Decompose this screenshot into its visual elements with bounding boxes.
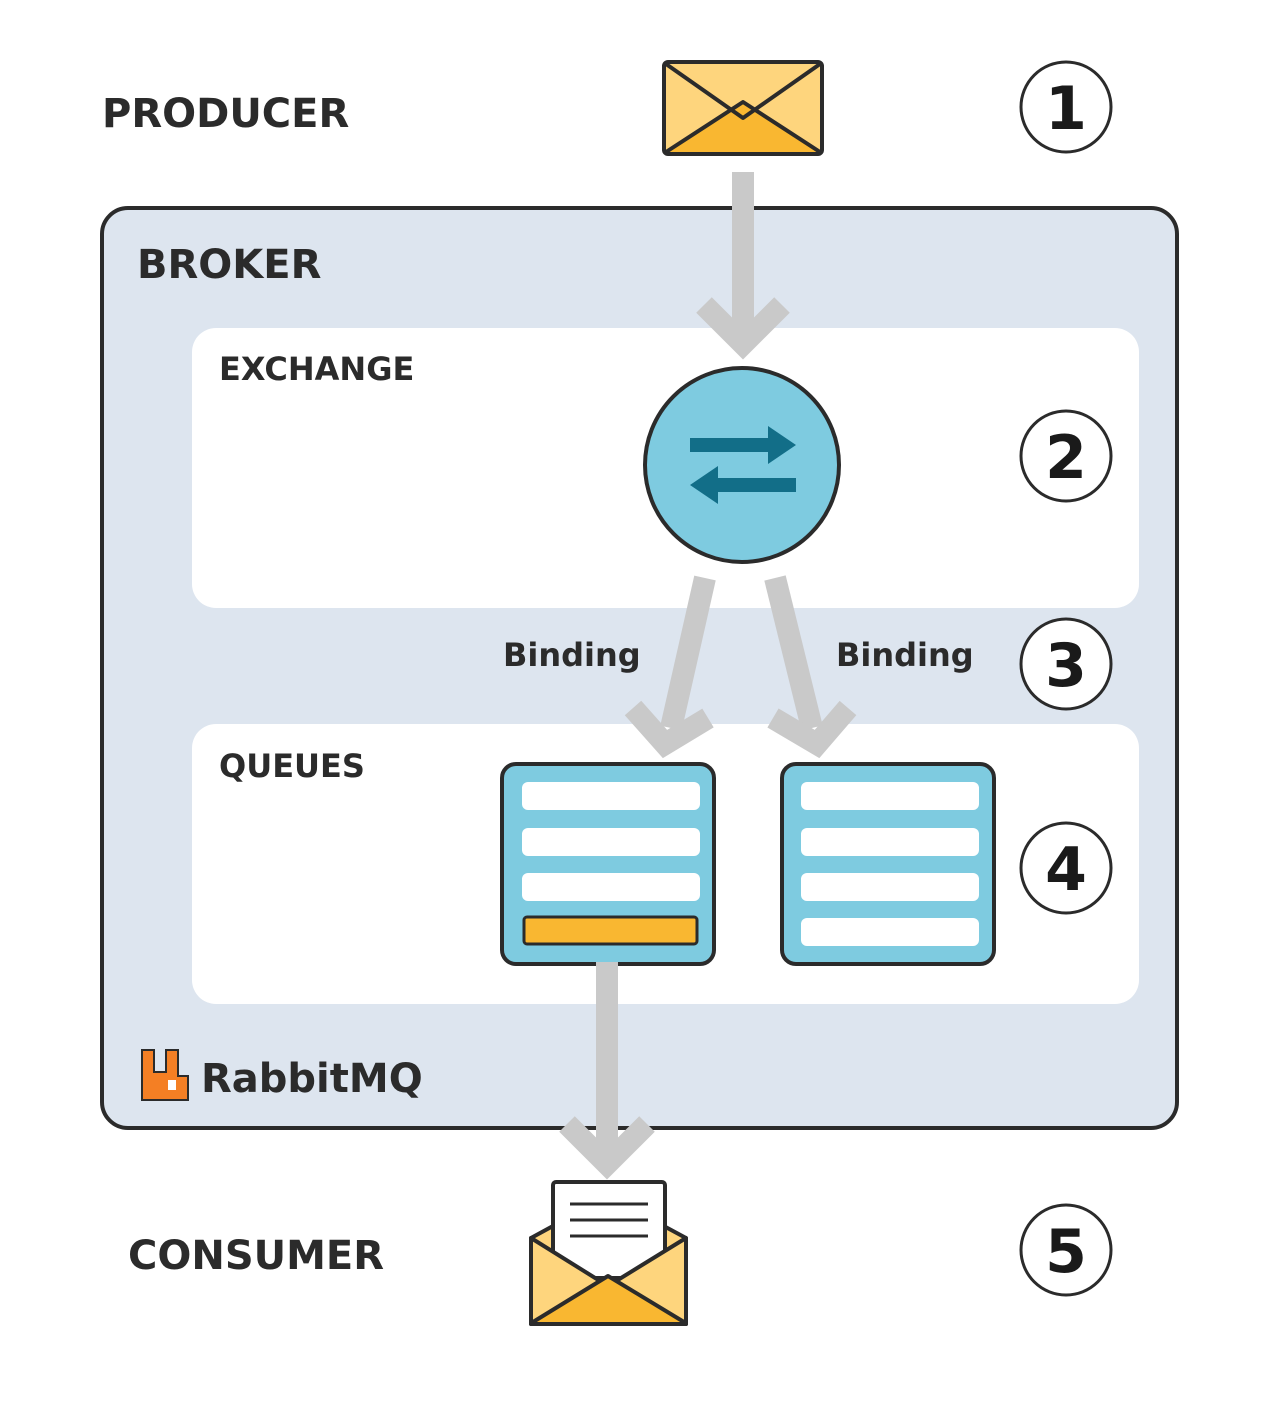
queue-icon-left — [500, 762, 716, 966]
envelope-icon — [662, 60, 824, 156]
step-1-badge: 1 — [1019, 60, 1113, 154]
step-2-number: 2 — [1045, 423, 1087, 493]
queue-item — [801, 918, 979, 946]
binding-arrow-right — [764, 575, 857, 759]
queue-item — [522, 782, 700, 810]
queue-item-active — [522, 915, 699, 946]
queue-item — [801, 873, 979, 901]
step-1-number: 1 — [1045, 74, 1087, 144]
queue-item — [801, 828, 979, 856]
queue-icon-right — [780, 762, 996, 966]
step-3-number: 3 — [1045, 631, 1087, 701]
exchange-arrows-icon — [643, 366, 841, 564]
brand-name: RabbitMQ — [201, 1056, 423, 1102]
queue-item — [522, 873, 700, 901]
arrow-queue-to-consumer — [559, 962, 655, 1180]
queues-label: QUEUES — [219, 747, 365, 785]
open-envelope-letter-icon — [529, 1180, 688, 1326]
binding-label-left: Binding — [503, 636, 641, 674]
step-4-badge: 4 — [1019, 821, 1113, 915]
step-5-badge: 5 — [1019, 1203, 1113, 1297]
binding-arrow-left — [624, 575, 716, 759]
producer-label: PRODUCER — [102, 91, 349, 137]
step-5-number: 5 — [1045, 1217, 1087, 1287]
exchange-label: EXCHANGE — [219, 350, 414, 388]
broker-label: BROKER — [137, 242, 321, 288]
queue-item — [801, 782, 979, 810]
consumer-label: CONSUMER — [128, 1233, 384, 1279]
step-2-badge: 2 — [1019, 409, 1113, 503]
step-4-number: 4 — [1045, 835, 1087, 905]
binding-label-right: Binding — [836, 636, 974, 674]
rabbitmq-logo-icon — [141, 1049, 189, 1101]
step-3-badge: 3 — [1019, 617, 1113, 711]
queue-item — [522, 828, 700, 856]
arrow-producer-to-exchange — [696, 172, 790, 360]
